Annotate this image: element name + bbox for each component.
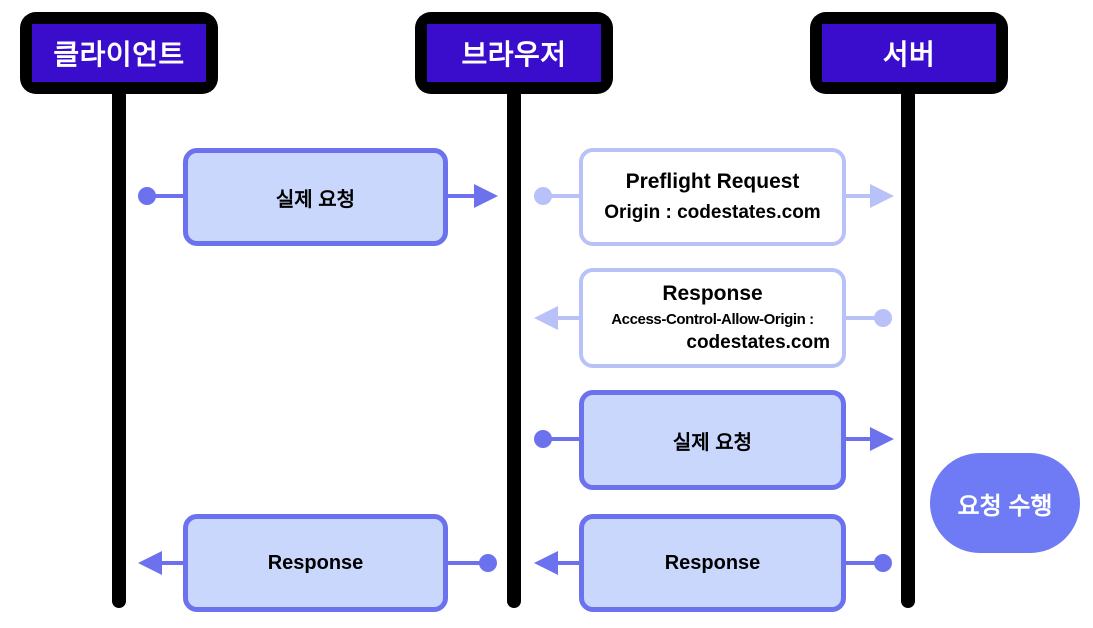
message-preflight-response: Response Access-Control-Allow-Origin : c… xyxy=(579,268,846,368)
message-client-request-label: 실제 요청 xyxy=(275,188,356,211)
arrow-client-to-browser xyxy=(138,184,498,208)
client-lifeline xyxy=(112,88,126,608)
arrow-server-to-browser xyxy=(534,551,892,575)
arrow-browser-to-server xyxy=(534,427,894,451)
message-client-request: 실제 요청 xyxy=(183,148,448,246)
server-actor-label: 서버 xyxy=(822,24,996,82)
preflight-origin: Origin : codestates.com xyxy=(604,202,821,223)
message-server-response: Response xyxy=(579,514,846,612)
server-lifeline xyxy=(901,88,915,608)
client-actor-label: 클라이언트 xyxy=(32,24,206,82)
response-header: Access-Control-Allow-Origin : xyxy=(611,311,814,328)
browser-actor: 브라우저 xyxy=(415,12,613,94)
message-preflight-request: Preflight Request Origin : codestates.co… xyxy=(579,148,846,246)
server-execution-label: 요청 수행 xyxy=(957,492,1053,520)
browser-lifeline xyxy=(507,88,521,608)
client-actor: 클라이언트 xyxy=(20,12,218,94)
arrow-browser-to-client xyxy=(138,551,497,575)
arrow-preflight xyxy=(534,184,894,208)
message-server-response-label: Response xyxy=(664,551,761,574)
arrow-preflight-response xyxy=(534,306,892,330)
server-actor: 서버 xyxy=(810,12,1008,94)
message-browser-request: 실제 요청 xyxy=(579,390,846,490)
preflight-title: Preflight Request xyxy=(625,170,800,193)
message-client-response: Response xyxy=(183,514,448,612)
response-title: Response xyxy=(662,282,763,305)
message-client-response-label: Response xyxy=(267,551,364,574)
browser-actor-label: 브라우저 xyxy=(427,24,601,82)
server-execution-badge: 요청 수행 xyxy=(930,453,1080,553)
response-value: codestates.com xyxy=(686,332,830,353)
message-browser-request-label: 실제 요청 xyxy=(672,431,753,454)
